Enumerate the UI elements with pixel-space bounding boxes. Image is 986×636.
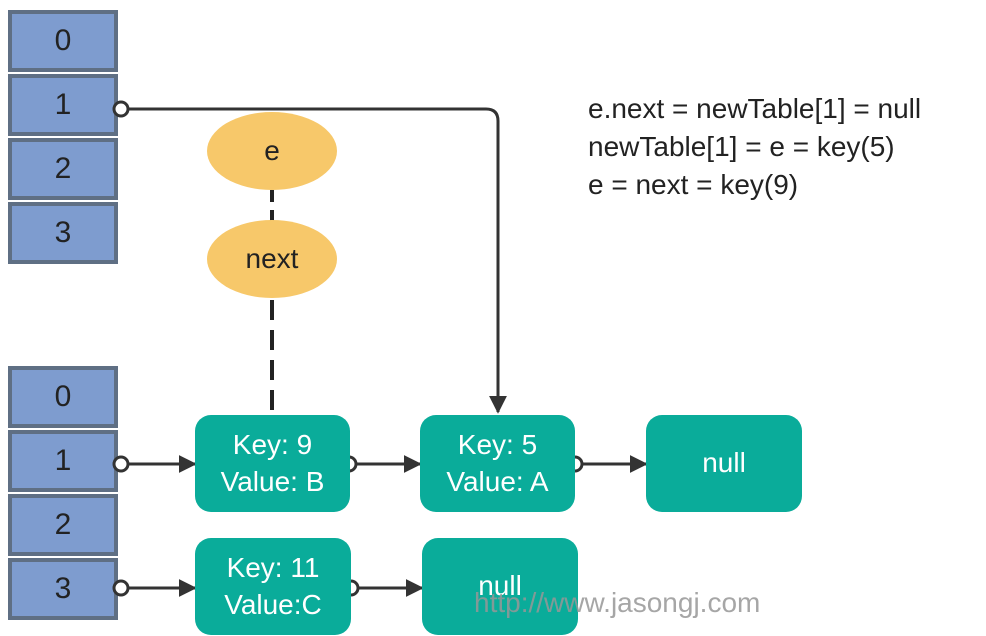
node-null-3: null: [422, 538, 578, 635]
new-table-cell-2: 2: [8, 494, 118, 556]
new-table-cell-3: 3: [8, 558, 118, 620]
node-key9: Key: 9 Value: B: [195, 415, 350, 512]
node-key5-value: Value: A: [446, 465, 549, 497]
old-table-cell-3: 3: [8, 202, 118, 264]
pointer-e: e: [207, 112, 337, 190]
node-key9-key: Key: 9: [232, 429, 313, 461]
old-table-cell-2: 2: [8, 138, 118, 200]
note-line-2: newTable[1] = e = key(5): [588, 131, 895, 162]
node-null-1: null: [646, 415, 802, 512]
node-null-1-label: null: [702, 447, 746, 479]
node-key11-value: Value:C: [224, 588, 322, 620]
node-key5: Key: 5 Value: A: [420, 415, 575, 512]
pointer-dot-new1: [112, 455, 130, 473]
node-null-3-label: null: [478, 570, 522, 602]
watermark: http://www.jasongj.com: [474, 587, 761, 618]
note-line-3: e = next = key(9): [588, 169, 799, 200]
node-key9-value: Value: B: [220, 465, 325, 497]
step-notes: e.next = newTable[1] = null newTable[1] …: [588, 90, 921, 204]
node-key5-key: Key: 5: [457, 429, 538, 461]
note-line-1: e.next = newTable[1] = null: [588, 93, 922, 124]
node-key11: Key: 11 Value:C: [195, 538, 351, 635]
pointer-dot-old1: [112, 100, 130, 118]
new-table-cell-0: 0: [8, 366, 118, 428]
pointer-dot-new3: [112, 579, 130, 597]
node-key11-key: Key: 11: [226, 552, 320, 584]
old-table-cell-0: 0: [8, 10, 118, 72]
arrow-old1-to-key5: [121, 107, 507, 414]
pointer-next: next: [207, 220, 337, 298]
old-table-cell-1: 1: [8, 74, 118, 136]
